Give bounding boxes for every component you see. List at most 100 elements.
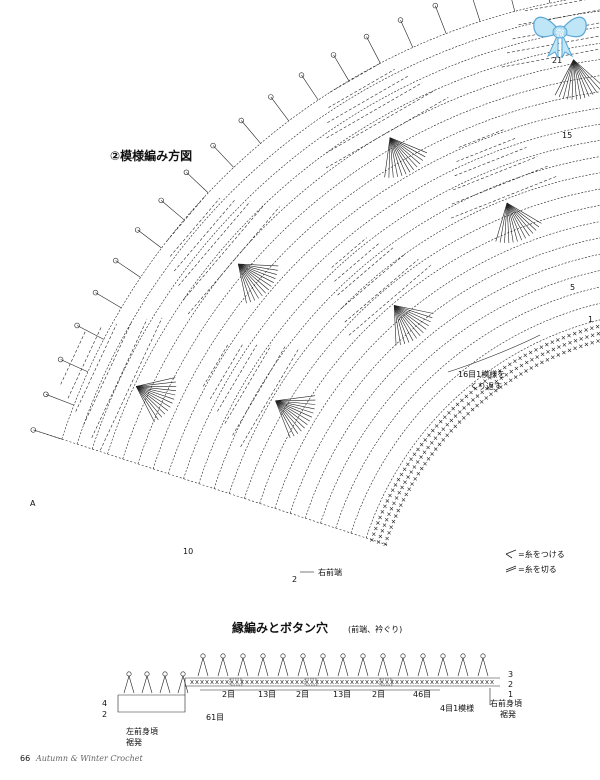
stitch-stem (301, 74, 319, 101)
legend: =糸をつける =糸を切る (505, 549, 565, 574)
sc-mark (190, 679, 194, 685)
stitch-stem (511, 0, 516, 12)
fan-stitch (389, 137, 394, 178)
sc-mark (471, 398, 475, 402)
fan-stitch (394, 305, 433, 319)
edging-arch (357, 656, 369, 677)
edging-arch (457, 656, 469, 677)
stitch-stem (241, 120, 261, 144)
sc-mark (567, 348, 572, 353)
fan-stitch (384, 137, 391, 178)
sc-mark (475, 403, 479, 408)
sc-mark (412, 465, 417, 469)
mesh-row (173, 199, 236, 272)
legend-cut-yarn: =糸を切る (518, 564, 557, 574)
mesh-row (325, 97, 449, 169)
sc-mark (529, 366, 534, 370)
sc-mark (300, 679, 304, 685)
sc-mark (507, 362, 512, 367)
fan-stitch (275, 400, 305, 429)
sc-mark (442, 415, 447, 420)
sc-mark (255, 679, 259, 685)
sc-mark (555, 338, 560, 342)
mesh-row (325, 89, 436, 154)
edging-arch (217, 656, 229, 677)
sc-mark (475, 679, 479, 685)
sc-mark (225, 679, 229, 685)
sc-mark (534, 347, 538, 352)
mesh-row (83, 321, 133, 425)
sc-mark (578, 329, 583, 334)
fan-stitch (275, 400, 291, 439)
fan-stitch (506, 202, 537, 231)
sc-mark (453, 414, 458, 418)
fan-stitch (136, 386, 171, 408)
chain-row (350, 303, 600, 534)
stitch-stem (400, 19, 414, 48)
sc-mark (398, 503, 403, 508)
sc-mark (405, 462, 410, 467)
mesh-row (501, 48, 600, 68)
sc-mark (426, 456, 431, 461)
picot (298, 72, 305, 78)
sc-mark (396, 508, 401, 513)
chain-row (61, 0, 569, 440)
edging-count-4: 13目 (333, 690, 351, 699)
sc-mark (572, 331, 577, 336)
sc-mark (524, 360, 529, 365)
sc-mark (437, 431, 442, 436)
mesh-row (454, 147, 527, 177)
sc-mark (430, 428, 435, 433)
sc-mark (410, 679, 414, 685)
fan-stitch (506, 202, 542, 224)
chain-row (335, 286, 600, 529)
right-front-edge-label: 右前端 (318, 567, 342, 577)
sc-mark (430, 452, 434, 456)
sc-mark (478, 383, 483, 387)
sc-mark (205, 679, 209, 685)
sc-mark (519, 363, 524, 368)
picot (74, 322, 80, 329)
fan-stitch (136, 386, 177, 391)
mesh-row (187, 206, 280, 315)
sc-mark (561, 335, 566, 340)
sc-mark (499, 376, 504, 381)
stitch-stem (76, 325, 104, 340)
sc-mark (400, 679, 404, 685)
sc-mark (453, 424, 458, 429)
edging-count-61: 61目 (206, 713, 224, 722)
fan-stitch (506, 202, 518, 242)
fan-stitch (389, 137, 421, 165)
mesh-row (232, 346, 286, 436)
chain-row (91, 26, 600, 450)
sc-mark (578, 344, 583, 349)
mesh-row (452, 156, 538, 191)
chain-row (365, 319, 600, 539)
fan-stitch (393, 305, 406, 345)
mesh-row (451, 165, 548, 205)
repeat-label-top: 16目1模様を (458, 369, 505, 379)
sc-mark (504, 372, 509, 377)
edging-arch (377, 656, 389, 677)
sc-mark (416, 471, 421, 476)
sc-mark (445, 679, 449, 685)
picot (320, 653, 326, 659)
fan-stitch (275, 400, 302, 432)
sc-mark (595, 324, 600, 329)
sc-mark (270, 679, 274, 685)
sc-mark (562, 342, 567, 347)
picot (380, 653, 386, 659)
sc-mark (396, 477, 401, 482)
sc-mark (451, 406, 456, 411)
sc-mark (409, 457, 413, 462)
sc-mark (390, 488, 395, 493)
picot (238, 117, 245, 124)
sc-mark (388, 493, 392, 498)
edging-chart (117, 653, 500, 713)
fan-stitch (275, 400, 314, 414)
sc-mark (376, 521, 380, 525)
sc-mark (449, 418, 454, 423)
fan-stitch (394, 305, 434, 314)
sc-mark (380, 528, 385, 533)
sc-mark (423, 438, 428, 442)
